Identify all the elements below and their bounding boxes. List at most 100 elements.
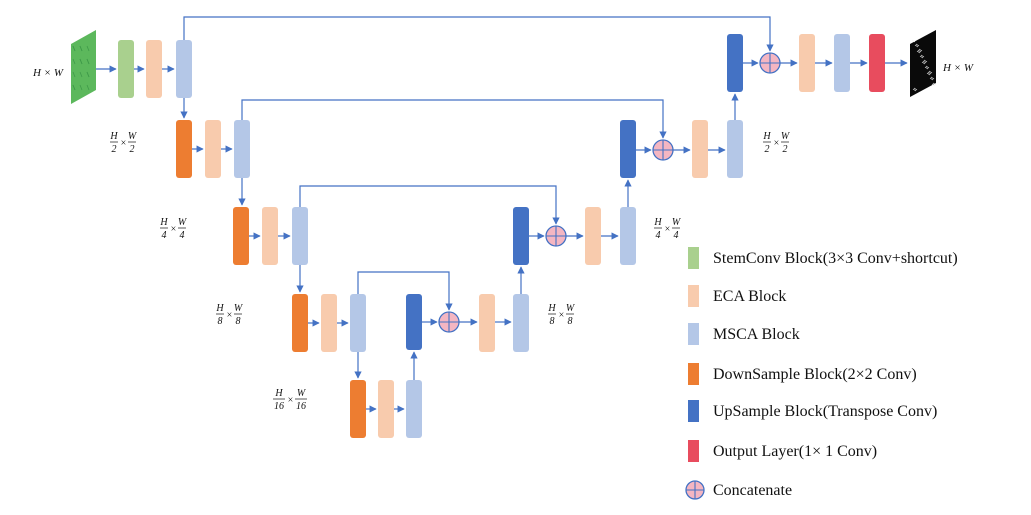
concat-node-3	[545, 225, 567, 247]
times-sign: ×	[664, 224, 671, 235]
legend-label: StemConv Block(3×3 Conv+shortcut)	[713, 250, 958, 267]
edge-37	[357, 271, 453, 311]
upsample-block-1	[727, 34, 743, 92]
w-denominator: 8	[236, 316, 241, 327]
concat-node-4	[438, 311, 460, 333]
legend-label: ECA Block	[713, 288, 786, 305]
resolution-label-decoder-2: H4×W4	[653, 217, 681, 241]
times-sign: ×	[558, 310, 565, 321]
legend-swatch-down	[688, 363, 699, 385]
w-numerator: W	[672, 217, 682, 228]
h-denominator: 2	[765, 144, 770, 155]
times-sign: ×	[287, 395, 294, 406]
w-numerator: W	[178, 217, 188, 228]
w-denominator: 16	[296, 401, 306, 412]
msca-block-4	[350, 294, 366, 352]
msca-block-8	[727, 120, 743, 178]
edge-35	[241, 99, 667, 139]
legend-swatch-concat	[685, 480, 705, 500]
h-numerator: H	[653, 217, 662, 228]
legend-item-msca: MSCA Block	[688, 323, 800, 345]
h-denominator: 4	[656, 230, 661, 241]
downsample-block-3	[292, 294, 308, 352]
h-denominator: 8	[550, 316, 555, 327]
downsample-block-1	[176, 120, 192, 178]
edge-34	[183, 16, 774, 52]
h-denominator: 2	[112, 144, 117, 155]
times-sign: ×	[120, 138, 127, 149]
resolution-label-decoder-3: H8×W8	[547, 303, 575, 327]
output-size-label: H × W	[942, 62, 974, 74]
h-numerator: H	[547, 303, 556, 314]
resolution-label-bottleneck: H 16×W 16	[273, 388, 307, 412]
w-denominator: 4	[674, 230, 679, 241]
eca-block-5	[378, 380, 394, 438]
legend-swatch-output	[688, 440, 699, 462]
h-numerator: H	[159, 217, 168, 228]
w-numerator: W	[128, 131, 138, 142]
downsample-block-2	[233, 207, 249, 265]
eca-block-3	[262, 207, 278, 265]
eca-block-8	[692, 120, 708, 178]
network-blocks	[118, 34, 885, 438]
msca-block-1	[176, 40, 192, 98]
h-denominator: 16	[274, 401, 284, 412]
h-numerator: H	[109, 131, 118, 142]
legend-label: UpSample Block(Transpose Conv)	[713, 403, 937, 420]
legend-swatch-up	[688, 400, 699, 422]
legend-item-up: UpSample Block(Transpose Conv)	[688, 400, 937, 422]
w-denominator: 4	[180, 230, 185, 241]
msca-block-6	[513, 294, 529, 352]
msca-block-5	[406, 380, 422, 438]
legend-item-eca: ECA Block	[688, 285, 786, 307]
output-image	[910, 30, 937, 97]
connection-arrows	[96, 16, 908, 413]
legend-item-concat: Concatenate	[685, 480, 792, 500]
h-numerator: H	[762, 131, 771, 142]
upsample-block-2	[620, 120, 636, 178]
legend-item-stem: StemConv Block(3×3 Conv+shortcut)	[688, 247, 958, 269]
output-layer	[869, 34, 885, 92]
stem-block	[118, 40, 134, 98]
msca-block-3	[292, 207, 308, 265]
times-sign: ×	[170, 224, 177, 235]
w-numerator: W	[566, 303, 576, 314]
legend-label: MSCA Block	[713, 326, 800, 343]
h-denominator: 8	[218, 316, 223, 327]
legend-item-output: Output Layer(1× 1 Conv)	[688, 440, 877, 462]
legend-swatch-stem	[688, 247, 699, 269]
downsample-block-4	[350, 380, 366, 438]
eca-block-9	[799, 34, 815, 92]
w-numerator: W	[234, 303, 244, 314]
legend-item-down: DownSample Block(2×2 Conv)	[688, 363, 917, 385]
legend-swatch-msca	[688, 323, 699, 345]
resolution-label-decoder-1: H2×W2	[762, 131, 790, 155]
w-numerator: W	[297, 388, 307, 399]
legend-swatch-eca	[688, 285, 699, 307]
h-numerator: H	[274, 388, 283, 399]
eca-block-1	[146, 40, 162, 98]
upsample-block-4	[406, 294, 422, 350]
input-size-label: H × W	[32, 67, 64, 79]
msca-block-2	[234, 120, 250, 178]
eca-block-6	[479, 294, 495, 352]
msca-block-7	[620, 207, 636, 265]
legend-label: Concatenate	[713, 482, 792, 499]
h-denominator: 4	[162, 230, 167, 241]
concat-node-1	[759, 52, 781, 74]
times-sign: ×	[226, 310, 233, 321]
legend-label: Output Layer(1× 1 Conv)	[713, 443, 877, 460]
legend: StemConv Block(3×3 Conv+shortcut) ECA Blo…	[685, 247, 958, 500]
concatenate-nodes	[438, 52, 781, 333]
msca-block-9	[834, 34, 850, 92]
w-denominator: 8	[568, 316, 573, 327]
w-numerator: W	[781, 131, 791, 142]
eca-block-2	[205, 120, 221, 178]
eca-block-7	[585, 207, 601, 265]
times-sign: ×	[773, 138, 780, 149]
h-numerator: H	[215, 303, 224, 314]
w-denominator: 2	[130, 144, 135, 155]
